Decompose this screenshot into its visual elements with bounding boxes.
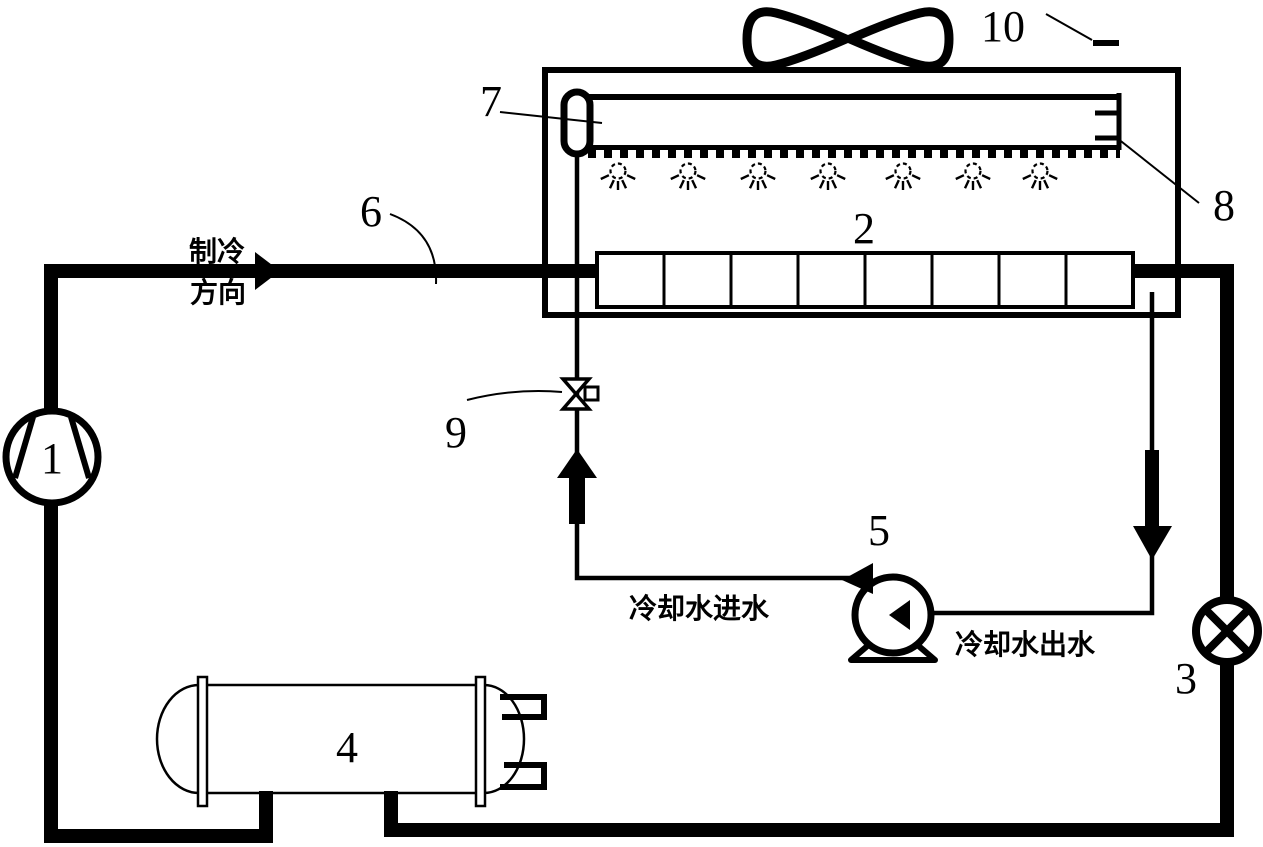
condenser-enclosure-box [542, 67, 1181, 318]
label-condenser-coil: 2 [853, 204, 875, 253]
cooling-water-pipes [574, 152, 1155, 616]
label-expansion-valve: 3 [1175, 654, 1197, 703]
label-water-valve: 9 [445, 408, 467, 457]
valve-actuator-square [583, 385, 600, 402]
tank-right-flange [474, 675, 487, 808]
water-flow-arrows [557, 449, 1172, 560]
leader-7 [499, 111, 603, 124]
refrigerant-flow-arrow [255, 252, 280, 290]
spray-nozzle-icon [954, 162, 992, 192]
label-fan: 10 [981, 2, 1025, 51]
leader-8 [1116, 137, 1200, 204]
spray-nozzle-icon [599, 162, 637, 192]
refrigerant-pipe-loop [44, 264, 1234, 843]
tank-lower-nozzle-stub [500, 762, 547, 790]
spray-nozzle-icon [739, 162, 777, 192]
evaporator-tank-symbol [155, 675, 547, 808]
label-spray-header: 8 [1213, 181, 1235, 230]
pipe-coil-to-valve [1124, 264, 1234, 600]
label-spray-pipe: 7 [480, 77, 502, 126]
condenser-coil-symbol [595, 251, 1135, 309]
spray-header-strip [588, 145, 1120, 158]
flow-direction-text-line2: 方向 [190, 276, 246, 308]
pipe-compressor-to-coil [44, 264, 596, 412]
label-refrigerant-pipe: 6 [360, 187, 382, 236]
leader-9 [466, 390, 563, 401]
label-evaporator-tank: 4 [336, 723, 358, 772]
compressor-symbol [2, 407, 102, 507]
label-compressor: 1 [41, 434, 63, 483]
pipe-compressor-to-tank [44, 502, 273, 843]
leader-6 [389, 213, 438, 285]
cooling-water-inlet-text: 冷却水进水 [629, 593, 770, 624]
tank-right-head [483, 683, 526, 795]
spray-pipe-assembly [560, 88, 1122, 158]
water-supply-pipe [574, 152, 860, 581]
expansion-valve-symbol [1192, 596, 1262, 666]
spray-nozzle-icon [884, 162, 922, 192]
pipe-tank-to-valve [384, 662, 1234, 837]
tank-upper-nozzle-stub [500, 694, 547, 720]
water-pump-symbol [842, 563, 938, 663]
pump-discharge-arrow [842, 563, 873, 594]
leader-lines [389, 13, 1200, 401]
label-water-pump: 5 [868, 506, 890, 555]
flow-direction-text-line1: 制冷 [189, 236, 245, 267]
tank-left-flange [196, 675, 209, 808]
spray-nozzle-icon [809, 162, 847, 192]
leader-10 [1045, 13, 1093, 41]
water-down-arrow [1133, 450, 1172, 560]
spray-nozzle-icon [1021, 162, 1059, 192]
spray-pipe-inlet-capsule [560, 88, 594, 158]
cooling-water-outlet-text: 冷却水出水 [955, 629, 1096, 660]
spray-nozzle-icon [669, 162, 707, 192]
spray-nozzles [599, 162, 1059, 192]
water-return-pipe [912, 292, 1155, 616]
water-valve-symbol [559, 377, 600, 411]
tank-left-head [155, 683, 200, 795]
fan-blades-icon [742, 7, 954, 71]
water-up-arrow [557, 449, 597, 524]
pump-suction-arrow [889, 600, 910, 630]
